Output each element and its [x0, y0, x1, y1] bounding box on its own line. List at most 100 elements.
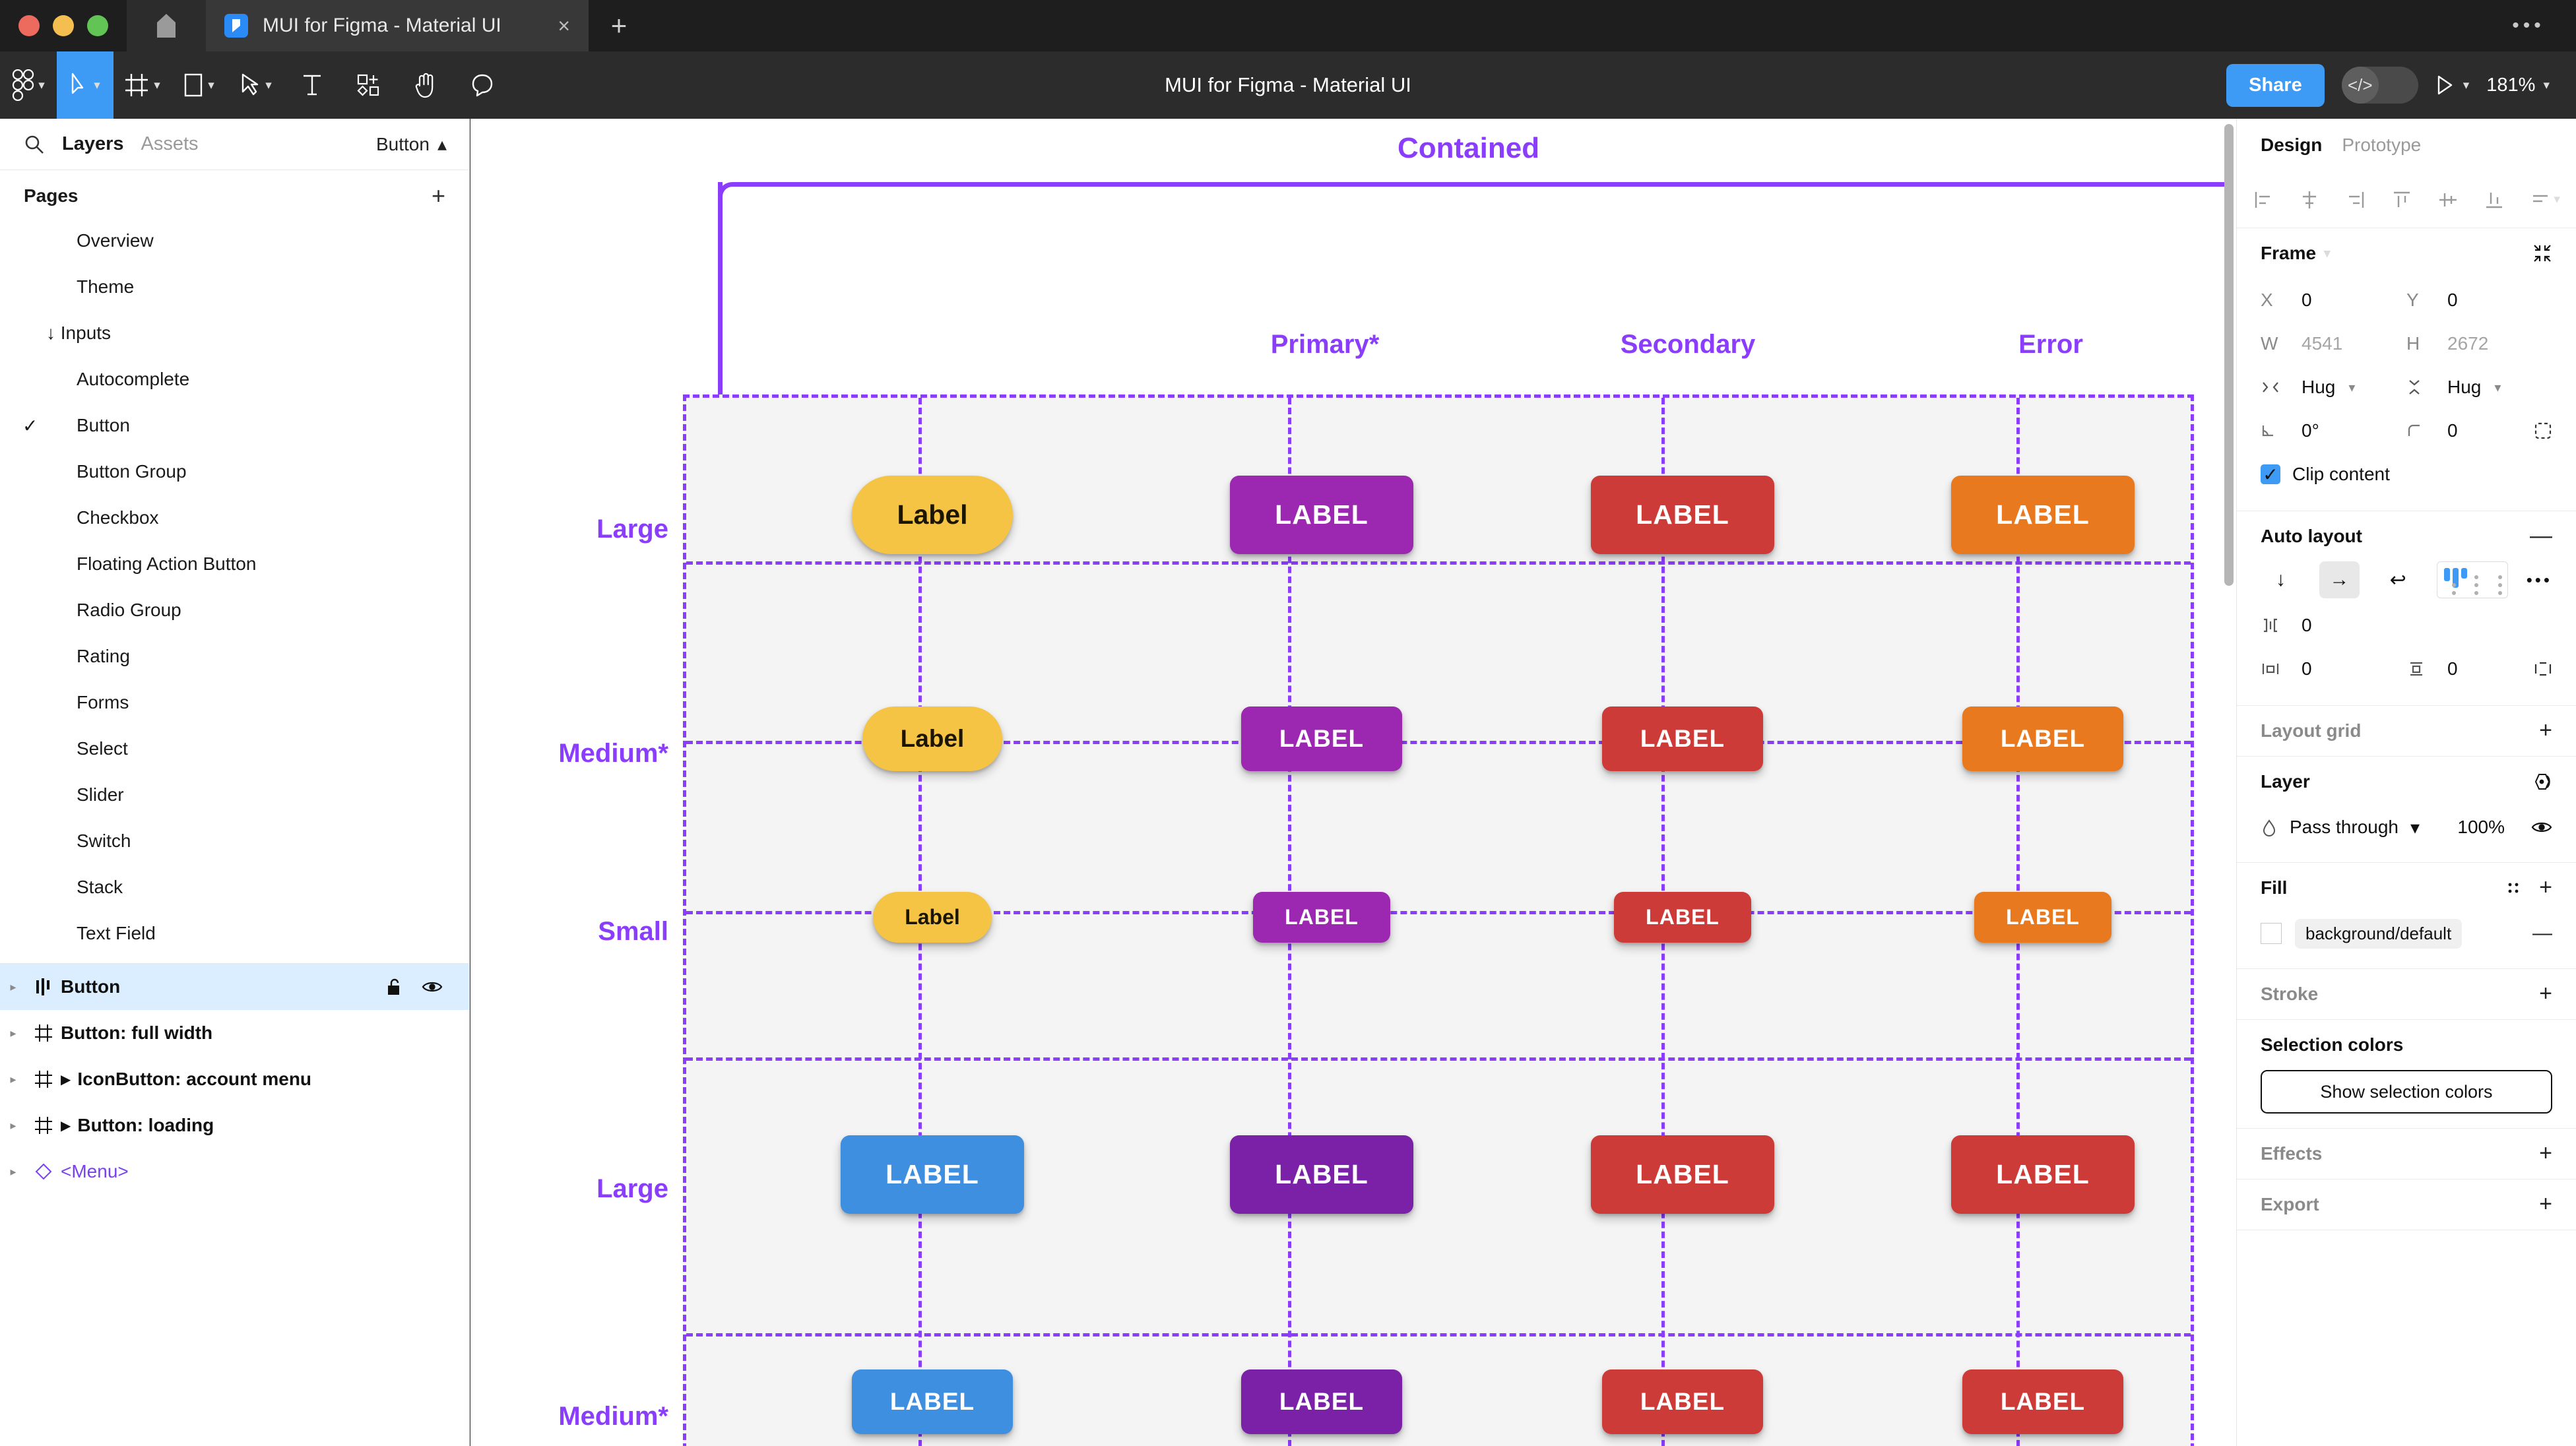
page-item-forms[interactable]: Forms	[0, 679, 469, 726]
align-left-icon[interactable]	[2253, 189, 2274, 210]
align-horizontal-center-icon[interactable]	[2299, 189, 2320, 210]
page-selector[interactable]: Button ▴	[376, 133, 447, 155]
home-button[interactable]	[127, 0, 206, 51]
horizontal-padding-field[interactable]: 0	[2261, 647, 2406, 691]
material-button-warning-small[interactable]: LABEL	[1974, 891, 2111, 943]
vertical-padding-field[interactable]: 0	[2406, 647, 2552, 691]
material-button-primary-medium[interactable]: Label	[862, 707, 1003, 771]
page-item-switch[interactable]: Switch	[0, 818, 469, 864]
comment-tool-button[interactable]	[454, 51, 511, 119]
collapse-frame-icon[interactable]	[2532, 243, 2552, 263]
shape-tool-button[interactable]: ▾	[170, 51, 227, 119]
add-export-button[interactable]: +	[2539, 1191, 2552, 1217]
page-item-stack[interactable]: Stack	[0, 864, 469, 910]
page-item-slider[interactable]: Slider	[0, 772, 469, 818]
minimize-window-button[interactable]	[53, 15, 74, 36]
material-button-secondary2-large[interactable]: LABEL	[1230, 1135, 1413, 1214]
material-button-error-small[interactable]: LABEL	[1614, 891, 1751, 943]
material-button-error-large[interactable]: LABEL	[1951, 1135, 2135, 1214]
frame-h-field[interactable]: H 2672	[2406, 322, 2552, 365]
close-window-button[interactable]	[18, 15, 40, 36]
vertical-resize-field[interactable]: Hug ▾	[2406, 365, 2552, 409]
corner-radius-field[interactable]: 0	[2406, 409, 2552, 453]
material-button-secondary-small[interactable]: LABEL	[1253, 891, 1390, 943]
fill-color-swatch[interactable]	[2261, 923, 2282, 944]
independent-corners-icon[interactable]	[2534, 422, 2552, 440]
search-icon[interactable]	[24, 134, 45, 155]
material-button-info-large[interactable]: LABEL	[841, 1135, 1024, 1214]
opacity-value[interactable]: 100%	[2457, 817, 2505, 837]
unlock-icon[interactable]	[386, 977, 403, 997]
layer-row[interactable]: ▸<Menu>	[0, 1148, 469, 1195]
layer-row[interactable]: ▸Button	[0, 964, 469, 1010]
tab-layers[interactable]: Layers	[62, 133, 124, 154]
layout-wrap-button[interactable]: ↩	[2389, 569, 2406, 591]
close-icon[interactable]: ×	[558, 14, 570, 38]
page-item-overview[interactable]: Overview	[0, 218, 469, 264]
material-button-error-medium[interactable]: LABEL	[1601, 707, 1764, 771]
new-tab-button[interactable]: +	[610, 10, 628, 41]
eye-icon[interactable]	[2531, 819, 2552, 835]
frame-y-field[interactable]: Y 0	[2406, 278, 2552, 322]
show-selection-colors-button[interactable]: Show selection colors	[2261, 1070, 2552, 1114]
material-button-primary-small[interactable]: Label	[873, 891, 992, 943]
blend-mode-row[interactable]: Pass through ▾ 100%	[2261, 807, 2552, 848]
disclosure-triangle-icon[interactable]: ▸	[10, 980, 16, 993]
add-effect-button[interactable]: +	[2539, 1141, 2552, 1166]
clip-content-checkbox[interactable]: ✓	[2261, 464, 2280, 485]
text-tool-button[interactable]	[284, 51, 340, 119]
move-tool-button[interactable]: ▾	[57, 51, 113, 119]
page-item-radio-group[interactable]: Radio Group	[0, 587, 469, 633]
page-item-select[interactable]: Select	[0, 726, 469, 772]
individual-padding-icon[interactable]	[2534, 660, 2552, 677]
frame-w-field[interactable]: W 4541	[2261, 322, 2406, 365]
tab-design[interactable]: Design	[2261, 135, 2323, 155]
page-item-inputs[interactable]: ↓ Inputs	[0, 310, 469, 356]
distribute-icon[interactable]: ▾	[2530, 189, 2560, 210]
align-right-icon[interactable]	[2345, 189, 2366, 210]
eye-icon[interactable]	[422, 979, 443, 995]
material-button-error-medium[interactable]: LABEL	[1962, 1369, 2124, 1434]
page-item-floating-action-button[interactable]: Floating Action Button	[0, 541, 469, 587]
hand-tool-button[interactable]	[397, 51, 454, 119]
page-item-button[interactable]: ✓Button	[0, 402, 469, 449]
disclosure-triangle-icon[interactable]: ▸	[10, 1072, 16, 1086]
tab-prototype[interactable]: Prototype	[2342, 135, 2422, 155]
add-layout-grid-button[interactable]: +	[2539, 718, 2552, 743]
chevron-down-icon[interactable]: ▾	[2324, 246, 2331, 261]
auto-layout-more-button[interactable]: •••	[2526, 569, 2552, 590]
canvas-scrollbar[interactable]	[2224, 124, 2234, 586]
browser-menu-icon[interactable]: •••	[2512, 15, 2545, 36]
page-item-rating[interactable]: Rating	[0, 633, 469, 679]
dev-mode-toggle[interactable]: </>	[2341, 67, 2418, 104]
material-button-secondary2-medium[interactable]: LABEL	[1240, 1369, 1403, 1434]
disclosure-triangle-icon[interactable]: ▸	[10, 1026, 16, 1040]
add-stroke-button[interactable]: +	[2539, 981, 2552, 1007]
material-button-warning-medium[interactable]: LABEL	[1962, 707, 2124, 771]
align-vertical-center-icon[interactable]	[2437, 189, 2459, 210]
browser-tab[interactable]: MUI for Figma - Material UI ×	[206, 0, 589, 51]
page-item-checkbox[interactable]: Checkbox	[0, 495, 469, 541]
remove-fill-button[interactable]: —	[2532, 922, 2552, 944]
page-item-theme[interactable]: Theme	[0, 264, 469, 310]
page-item-autocomplete[interactable]: Autocomplete	[0, 356, 469, 402]
material-button-info-medium[interactable]: LABEL	[851, 1369, 1014, 1434]
rotation-field[interactable]: 0°	[2261, 409, 2406, 453]
zoom-level-selector[interactable]: 181% ▾	[2486, 75, 2550, 96]
frame-tool-button[interactable]: ▾	[113, 51, 170, 119]
present-button[interactable]: ▾	[2435, 75, 2469, 96]
layer-row[interactable]: ▸▶IconButton: account menu	[0, 1056, 469, 1102]
material-button-secondary-large[interactable]: LABEL	[1230, 475, 1413, 554]
disclosure-triangle-icon[interactable]: ▸	[10, 1118, 16, 1132]
resources-tool-button[interactable]	[340, 51, 397, 119]
share-button[interactable]: Share	[2226, 63, 2325, 107]
add-page-button[interactable]: +	[431, 182, 445, 209]
fill-row[interactable]: background/default —	[2261, 913, 2552, 954]
material-button-error-large[interactable]: LABEL	[1591, 1135, 1774, 1214]
pen-tool-button[interactable]: ▾	[227, 51, 284, 119]
frame-x-field[interactable]: X 0	[2261, 278, 2406, 322]
figma-menu-button[interactable]: ▾	[0, 51, 57, 119]
layer-row[interactable]: ▸▶Button: loading	[0, 1102, 469, 1148]
maximize-window-button[interactable]	[87, 15, 108, 36]
align-bottom-icon[interactable]	[2484, 189, 2505, 210]
